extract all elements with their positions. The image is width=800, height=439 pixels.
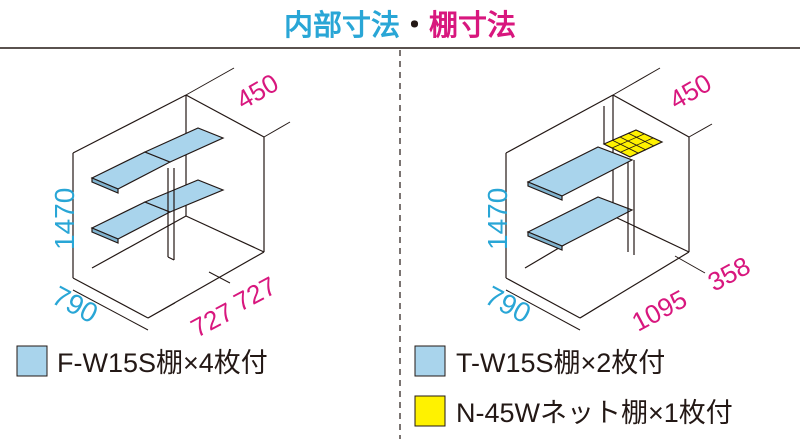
- right-shelf-lower-edge: [527, 231, 563, 251]
- right-shelf-span-a: 1095: [627, 284, 692, 338]
- left-floor-back-edge: [91, 215, 187, 269]
- net-shelf-swatch-icon: [414, 395, 446, 427]
- left-legend: F-W15S棚×4枚付: [16, 345, 268, 378]
- left-floor-right-edge: [185, 215, 265, 253]
- title-internal-dimensions: 内部寸法: [284, 8, 400, 42]
- left-width-dim: 790: [47, 280, 103, 329]
- right-center-posts: [603, 106, 635, 255]
- left-shelves: [90, 127, 225, 244]
- right-height-dim: 1470: [482, 188, 513, 250]
- left-top-back-edge: [72, 94, 187, 154]
- left-depth-dim: 450: [231, 68, 284, 116]
- right-shelf-upper-edge: [527, 181, 563, 201]
- left-center-posts: [167, 168, 175, 261]
- left-shelf-upper-left-edge: [91, 177, 119, 194]
- left-top-right-edge: [185, 94, 265, 138]
- left-shelf-lower-left-edge: [91, 227, 119, 244]
- right-width-dim: 790: [480, 280, 536, 329]
- right-floor-left-edge: [505, 277, 581, 319]
- right-floor-right-edge: [612, 215, 690, 253]
- right-shelf-span-b: 358: [703, 250, 755, 297]
- left-dimension-lines: [72, 67, 291, 331]
- title-separator: ・: [400, 10, 429, 42]
- diagram-title: 内部寸法・棚寸法: [284, 8, 516, 42]
- shelf-swatch-icon: [414, 345, 446, 377]
- left-shelf-lower-right: [143, 179, 225, 213]
- left-shelf-span-b: 727: [229, 270, 281, 317]
- net-shelf-grid: [611, 132, 655, 154]
- right-top-back-edge: [505, 94, 614, 154]
- right-top-right-edge: [612, 94, 690, 138]
- right-legend-label-shelf: T-W15S棚×2枚付: [456, 348, 665, 378]
- shelf-swatch-icon: [16, 345, 48, 377]
- right-dimension-lines: [505, 67, 713, 331]
- left-height-dim: 1470: [49, 188, 80, 250]
- left-legend-label: F-W15S棚×4枚付: [57, 348, 268, 378]
- right-legend-label-net-shelf: N-45Wネット棚×1枚付: [456, 398, 733, 428]
- right-legend: T-W15S棚×2枚付 N-45Wネット棚×1枚付: [414, 345, 733, 428]
- left-floor-left-edge: [72, 277, 149, 319]
- left-shelf-span-a: 727: [186, 296, 238, 343]
- left-shelf-upper-right: [143, 127, 225, 163]
- title-shelf-dimensions: 棚寸法: [429, 9, 516, 42]
- right-shelves: [526, 129, 664, 251]
- right-depth-dim: 450: [664, 68, 717, 116]
